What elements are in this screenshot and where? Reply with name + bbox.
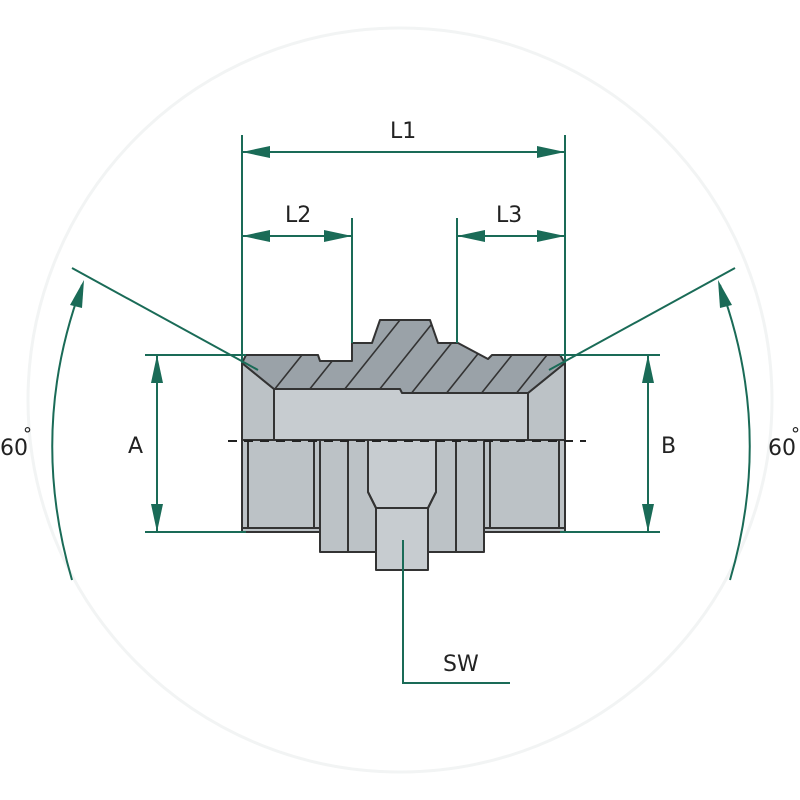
- label-angle-right-degree: °: [791, 424, 800, 445]
- label-l1: L1: [390, 119, 416, 144]
- right-thread-lower: [483, 439, 566, 533]
- dimensions: [51, 135, 751, 684]
- sw-leader: [402, 540, 510, 684]
- label-l2: L2: [285, 203, 311, 228]
- angle-arc-left: [51, 284, 83, 581]
- label-a: A: [128, 434, 143, 459]
- background-circle: [26, 26, 774, 774]
- label-b: B: [661, 434, 676, 459]
- fitting-body: [241, 319, 566, 571]
- cone-line-right: [548, 267, 736, 371]
- bore-face: [273, 388, 529, 441]
- label-angle-left: 60: [0, 436, 28, 461]
- cone-line-left: [71, 267, 259, 371]
- section-hatch-area: [241, 319, 566, 394]
- angle-arc-right: [719, 284, 751, 581]
- label-angle-right: 60: [768, 436, 796, 461]
- left-thread-lower: [241, 439, 321, 533]
- label-sw: SW: [443, 652, 479, 677]
- label-l3: L3: [496, 203, 522, 228]
- label-angle-left-degree: °: [23, 424, 32, 445]
